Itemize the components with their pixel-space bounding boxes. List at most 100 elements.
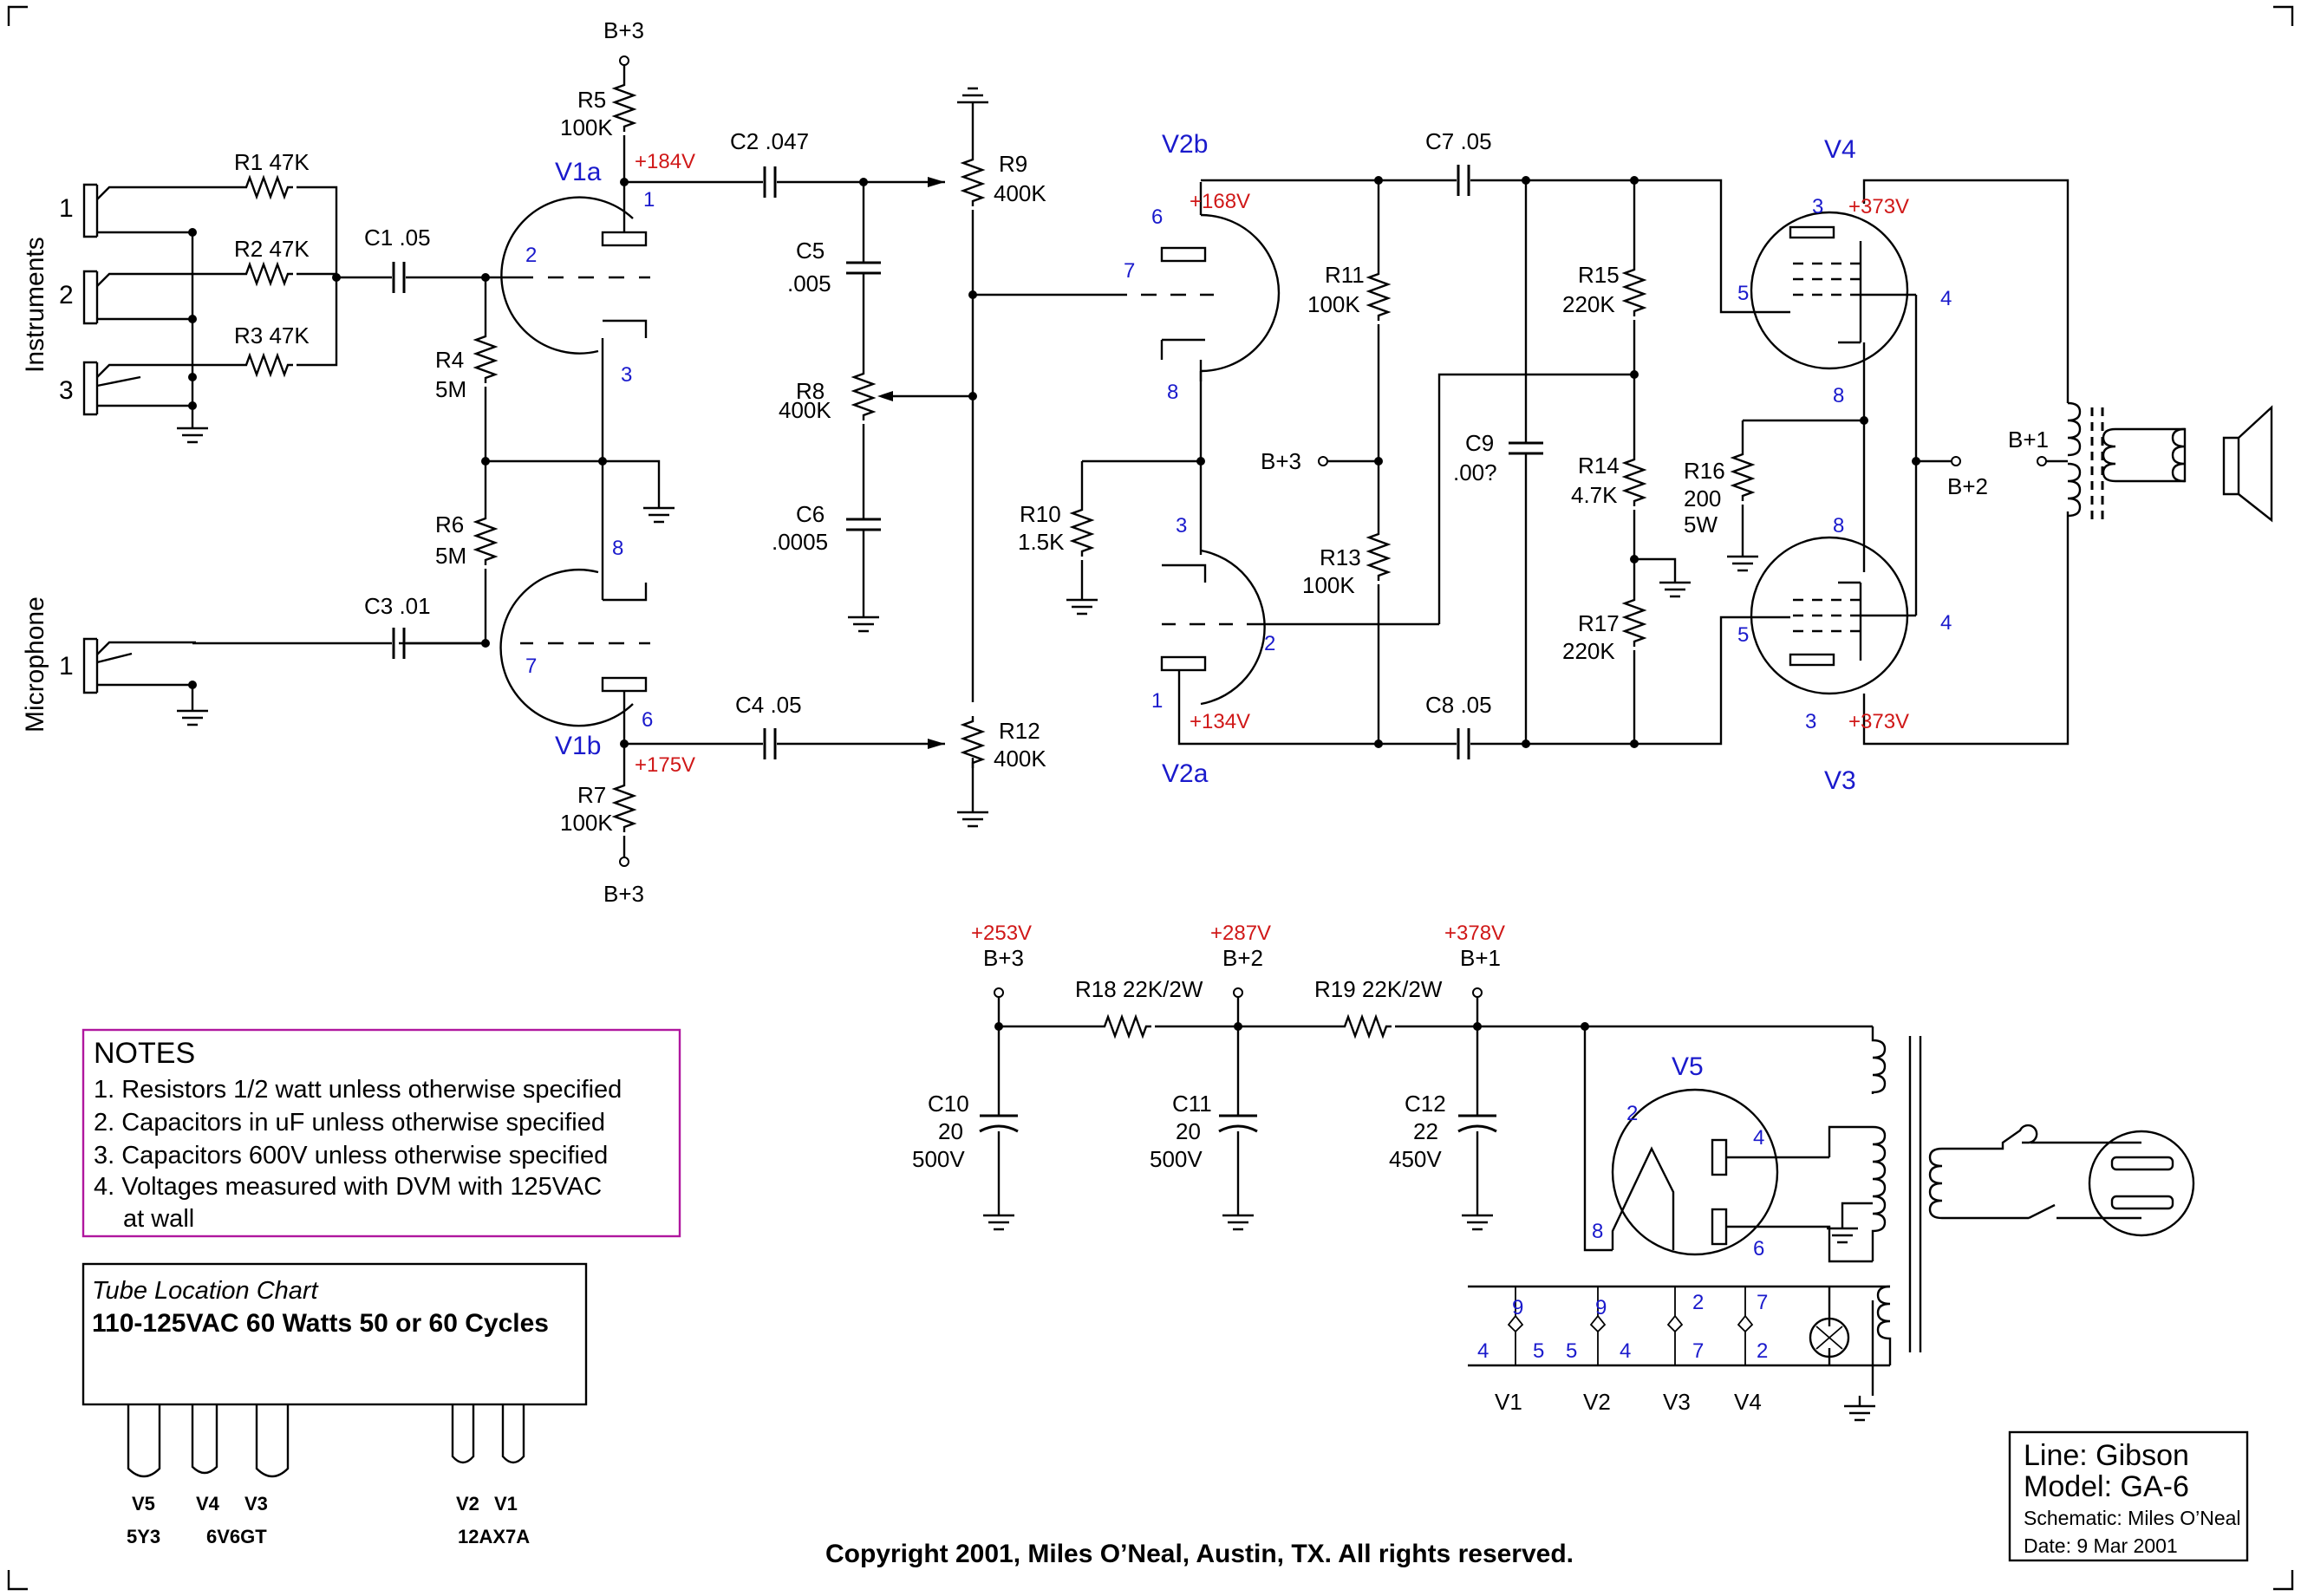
r14-label: R14 <box>1578 453 1620 479</box>
b3-supply-label: B+3 <box>983 945 1024 971</box>
r2-label: R2 47K <box>234 236 310 262</box>
heater-v3-label: V3 <box>1663 1389 1691 1415</box>
v3-label: V3 <box>1824 766 1856 795</box>
v2b-label: V2b <box>1162 130 1208 159</box>
r6-label: R6 <box>435 511 464 537</box>
b1-output-label: B+1 <box>2008 427 2049 453</box>
heater-v4-label: V4 <box>1734 1389 1762 1415</box>
v1b-plate-volt: +175V <box>635 753 695 777</box>
heater-v1-pin4: 4 <box>1477 1339 1489 1363</box>
r9-label: R9 <box>999 151 1027 177</box>
v3-pin3: 3 <box>1805 710 1816 733</box>
r19-label: R19 22K/2W <box>1314 976 1443 1002</box>
v5-pin4: 4 <box>1753 1126 1764 1150</box>
r18-label: R18 22K/2W <box>1075 976 1203 1002</box>
note-line-3: 3. Capacitors 600V unless otherwise spec… <box>94 1142 608 1169</box>
v3-plate-volt: +373V <box>1848 710 1909 733</box>
c4-label: C4 .05 <box>735 692 802 718</box>
r12-value: 400K <box>994 746 1046 772</box>
v3-pin8: 8 <box>1833 514 1844 537</box>
c5-label: C5 <box>796 238 825 264</box>
notes-box: NOTES 1. Resistors 1/2 watt unless other… <box>81 1028 681 1238</box>
corner-marks <box>7 5 2294 1591</box>
v4-pin3: 3 <box>1812 195 1823 218</box>
r1-label: R1 47K <box>234 149 310 175</box>
c3-label: C3 .01 <box>364 593 431 619</box>
output-stage: R16 200 5W B+2 V4 V3 3 +373V 5 4 8 8 5 4… <box>1634 135 2273 795</box>
v4-plate-volt: +373V <box>1848 195 1909 218</box>
b1-supply-volt: +378V <box>1444 922 1505 945</box>
tube-type-6v6gt: 6V6GT <box>206 1526 267 1547</box>
v2a-pin2: 2 <box>1264 632 1275 655</box>
r7-value: 100K <box>560 810 613 836</box>
v4-pin5: 5 <box>1737 282 1749 305</box>
r5-value: 100K <box>560 114 613 140</box>
v1-stage: C1 .05 V1a 1 2 3 +184V B+3 R5 100K R4 5M… <box>192 17 695 907</box>
tone-volume-network: C2 .047 C4 .05 C5 .005 R8 400K C6 .0005 … <box>624 87 1214 828</box>
c10-label: C10 <box>928 1091 969 1117</box>
v3-pin5: 5 <box>1737 623 1749 647</box>
title-date: Date: 9 Mar 2001 <box>2024 1534 2178 1557</box>
v4-label: V4 <box>1824 135 1856 164</box>
v1a-plate-volt: +184V <box>635 150 695 173</box>
c7-label: C7 .05 <box>1425 128 1492 154</box>
heater-v2-pin5: 5 <box>1566 1339 1577 1363</box>
c12-value: 22 <box>1413 1118 1438 1144</box>
title-model: Model: GA-6 <box>2024 1470 2189 1503</box>
v1b-pin7: 7 <box>525 655 537 678</box>
v2b-pin8: 8 <box>1167 381 1178 404</box>
v2a-pin1: 1 <box>1151 689 1163 713</box>
r13-label: R13 <box>1320 544 1361 570</box>
b3-supply-volt: +253V <box>971 922 1032 945</box>
r16-label: R16 <box>1684 458 1725 484</box>
title-line: Line: Gibson <box>2024 1439 2189 1472</box>
v3-pin4: 4 <box>1940 611 1952 635</box>
heater-v1-pin5: 5 <box>1533 1339 1544 1363</box>
v4-pin8: 8 <box>1833 384 1844 407</box>
notes-title: NOTES <box>94 1037 195 1070</box>
power-supply: +253V B+3 +287V B+2 +378V B+1 R18 22K/2W… <box>912 922 2195 1422</box>
title-block: Line: Gibson Model: GA-6 Schematic: Mile… <box>2008 1430 2249 1562</box>
r10-label: R10 <box>1020 501 1061 527</box>
b1-supply-label: B+1 <box>1460 945 1501 971</box>
r3-label: R3 47K <box>234 322 310 349</box>
r14-value: 4.7K <box>1571 482 1618 508</box>
jack-2-label: 2 <box>59 281 74 309</box>
v2-stage: V2b +168V 6 7 8 C7 .05 R10 1.5K 3 2 1 +1… <box>1018 128 1692 788</box>
c1-label: C1 .05 <box>364 225 431 251</box>
c10-rating: 500V <box>912 1146 965 1172</box>
v1b-pin6: 6 <box>642 708 653 732</box>
note-line-5: at wall <box>123 1205 194 1233</box>
v5-label: V5 <box>1672 1052 1704 1081</box>
input-jacks: Instruments Microphone 1 2 3 1 R1 47K R2… <box>21 149 341 733</box>
heater-v4-pin7: 7 <box>1757 1291 1768 1314</box>
tube-type-12ax7a: 12AX7A <box>458 1526 530 1547</box>
r10-value: 1.5K <box>1018 529 1065 555</box>
note-line-4: 4. Voltages measured with DVM with 125VA… <box>94 1173 602 1201</box>
v5-pin2: 2 <box>1626 1102 1638 1125</box>
r16-value: 200 <box>1684 485 1721 511</box>
note-line-2: 2. Capacitors in uF unless otherwise spe… <box>94 1109 605 1137</box>
c6-label: C6 <box>796 501 825 527</box>
tube-type-5y3: 5Y3 <box>127 1526 160 1547</box>
r8-label: R8 <box>796 378 825 404</box>
jack-3-label: 3 <box>59 376 74 405</box>
b2-supply-label: B+2 <box>1222 945 1263 971</box>
v1b-label: V1b <box>555 732 601 760</box>
b2-label: B+2 <box>1947 473 1988 499</box>
r6-value: 5M <box>435 543 466 569</box>
socket-v4: V4 <box>196 1493 220 1515</box>
r9-value: 400K <box>994 180 1046 206</box>
r17-value: 220K <box>1562 638 1615 664</box>
v2b-plate-volt: +168V <box>1190 190 1250 213</box>
r15-label: R15 <box>1578 262 1620 288</box>
c9-label: C9 <box>1465 430 1494 456</box>
socket-v1: V1 <box>494 1493 518 1515</box>
instruments-label: Instruments <box>21 237 49 373</box>
v1a-pin1: 1 <box>643 188 655 212</box>
v1b-pin8: 8 <box>612 537 623 560</box>
v2a-label: V2a <box>1162 759 1209 788</box>
r15-value: 220K <box>1562 291 1615 317</box>
heater-v1-pin9: 9 <box>1512 1296 1523 1319</box>
